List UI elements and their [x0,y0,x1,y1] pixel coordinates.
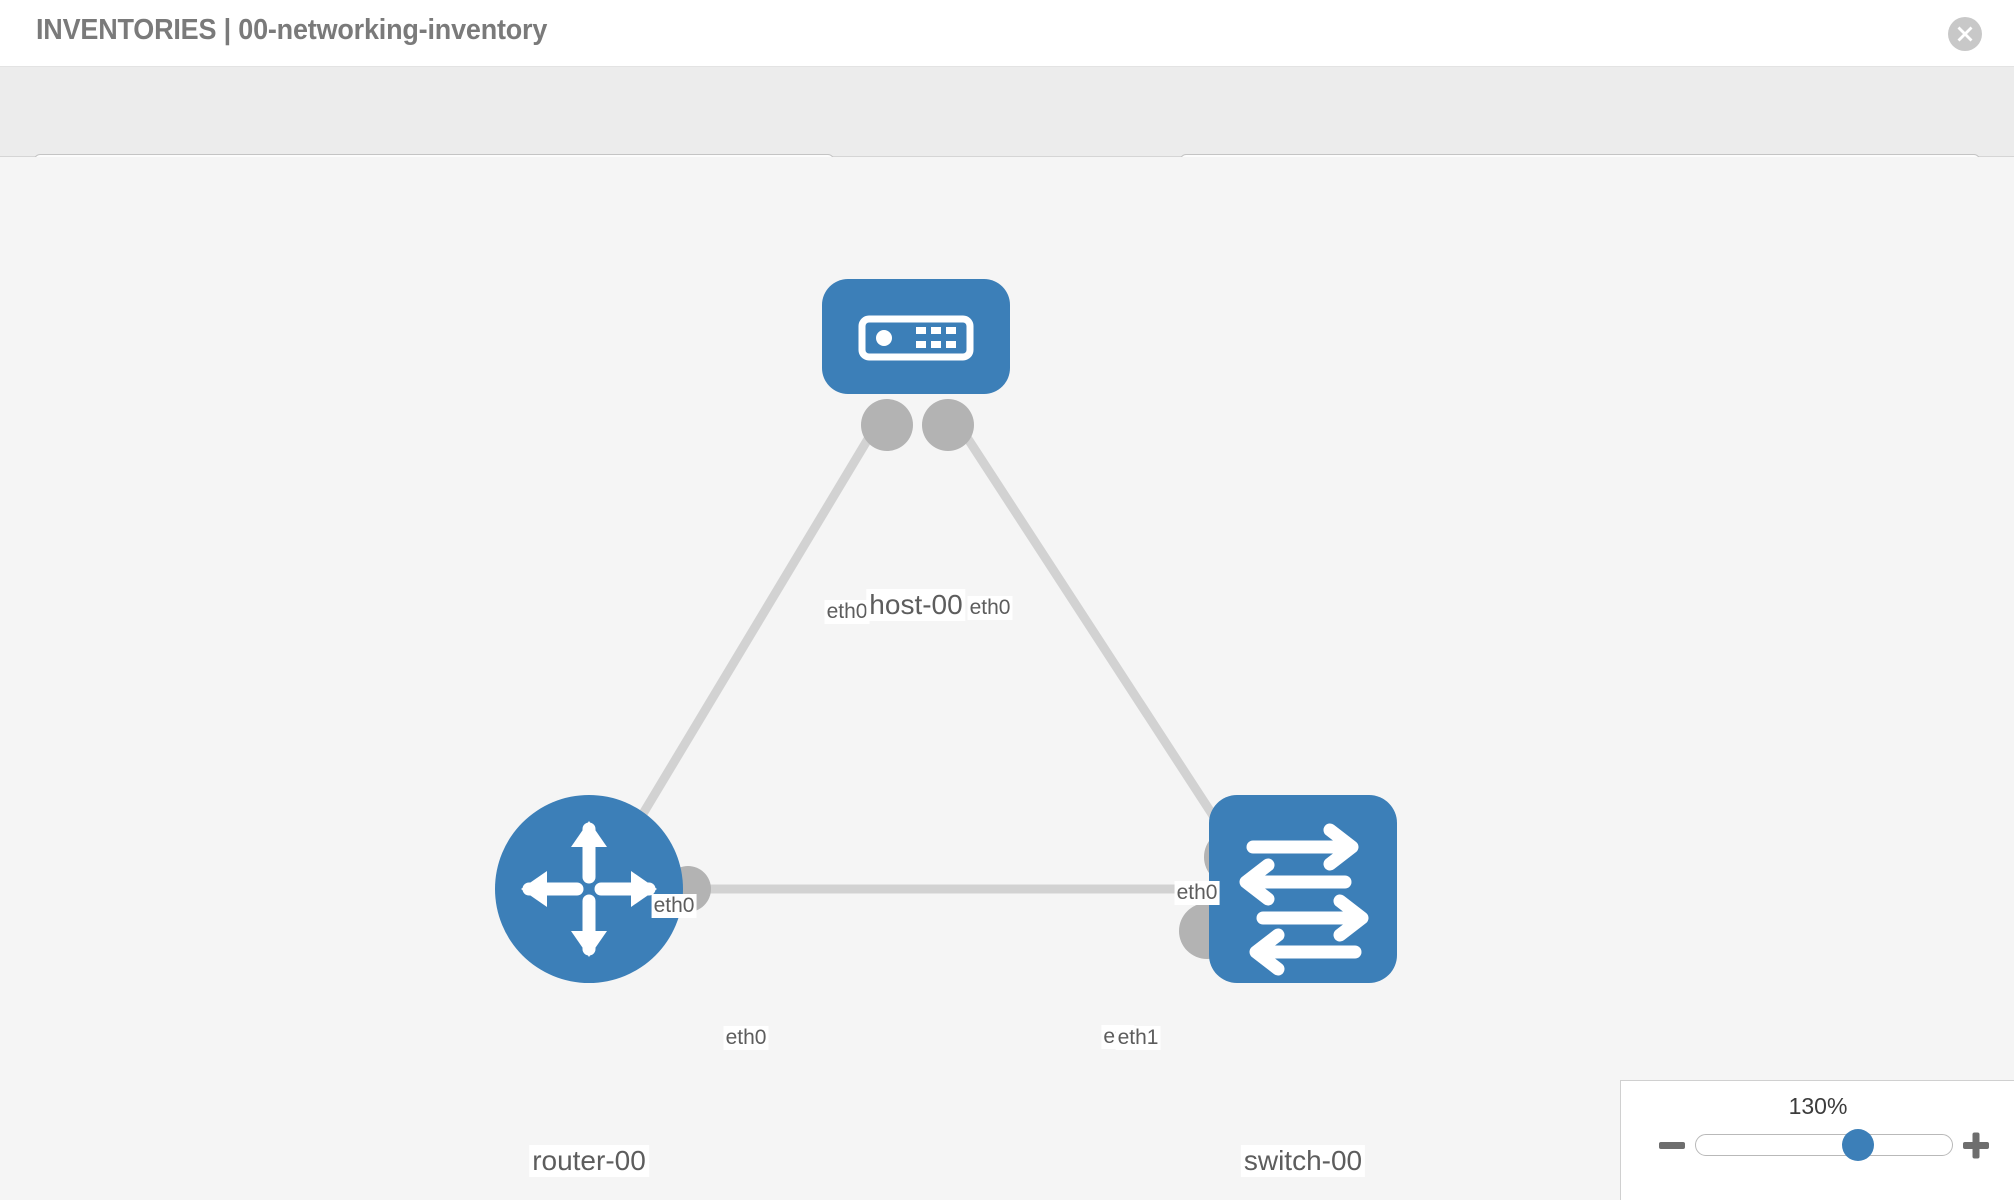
node-label-host: host-00 [866,589,966,621]
zoom-in-button[interactable] [1961,1131,1991,1166]
toolbar: ACTIONS SEARCH [0,67,2014,207]
zoom-slider-track[interactable] [1695,1134,1953,1156]
iface-label: eth0 [1174,881,1220,905]
link-host-router [601,416,884,880]
link-host-switch [951,416,1244,860]
node-router-00[interactable] [495,795,683,983]
zoom-slider-thumb[interactable] [1842,1129,1874,1161]
page-title: INVENTORIES | 00-networking-inventory [36,14,548,46]
zoom-control-panel: 130% [1620,1080,2014,1200]
connector-host-left [861,399,913,451]
topology-graph [495,279,1397,983]
connector-layer [665,399,1260,959]
node-label-switch: switch-00 [1240,1145,1366,1177]
iface-label: eth0 [651,894,697,918]
node-label-router: router-00 [529,1145,649,1177]
zoom-level-value: 130% [1788,1093,1848,1119]
node-host-00[interactable] [822,279,1010,394]
zoom-out-button[interactable] [1657,1131,1687,1166]
connector-host-right [922,399,974,451]
iface-label: eth0 [723,1026,769,1050]
close-icon[interactable] [1948,17,1982,51]
topology-canvas[interactable]: eth0 eth0 eth0 eth0 eth0 eth eth1 host-0… [0,157,2014,1200]
node-switch-00[interactable] [1209,795,1397,983]
iface-label: eth0 [967,596,1013,620]
title-bar: INVENTORIES | 00-networking-inventory [0,0,2014,67]
link-layer [601,416,1244,894]
iface-label: eth1 [1115,1026,1161,1050]
iface-label: eth0 [824,600,870,624]
